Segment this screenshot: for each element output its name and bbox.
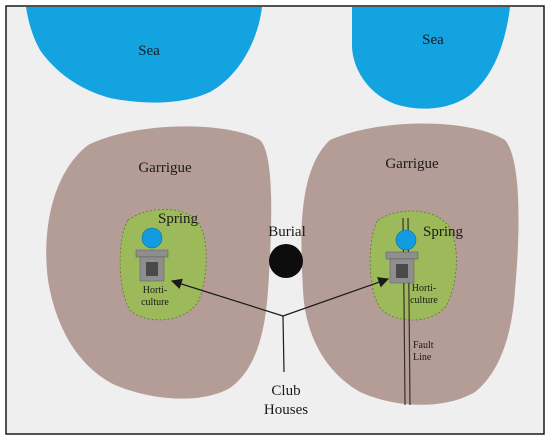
- clubhouses-label-1: Club: [271, 383, 300, 399]
- spring-right: [395, 229, 417, 251]
- clubhouse-pointer-stem: [282, 315, 285, 373]
- spring-left: [141, 227, 163, 249]
- clubhouse-arrow-left: [170, 278, 284, 317]
- horticulture-right-label-2: culture: [410, 295, 438, 306]
- spring-right-label: Spring: [423, 224, 464, 240]
- clubhouse-right: [385, 251, 419, 284]
- sea-right-label: Sea: [422, 32, 444, 48]
- clubhouses-label-2: Houses: [264, 402, 308, 418]
- clubhouse-left: [135, 249, 169, 282]
- spring-left-label: Spring: [158, 211, 199, 227]
- clubhouse-arrow-right: [282, 277, 390, 317]
- horticulture-right-label-1: Horti-: [412, 283, 436, 294]
- horticulture-left-label-1: Horti-: [143, 285, 167, 296]
- burial-marker: [269, 244, 303, 278]
- sea-right: [352, 7, 510, 109]
- garrigue-right-label: Garrigue: [385, 156, 439, 172]
- sea-left: [26, 7, 262, 103]
- fault-line-label-1: Fault: [413, 340, 434, 351]
- fault-line-label-2: Line: [413, 352, 432, 363]
- garrigue-left-label: Garrigue: [138, 160, 192, 176]
- horticulture-left-label-2: culture: [141, 297, 169, 308]
- burial-label: Burial: [268, 224, 306, 240]
- sea-left-label: Sea: [138, 43, 160, 59]
